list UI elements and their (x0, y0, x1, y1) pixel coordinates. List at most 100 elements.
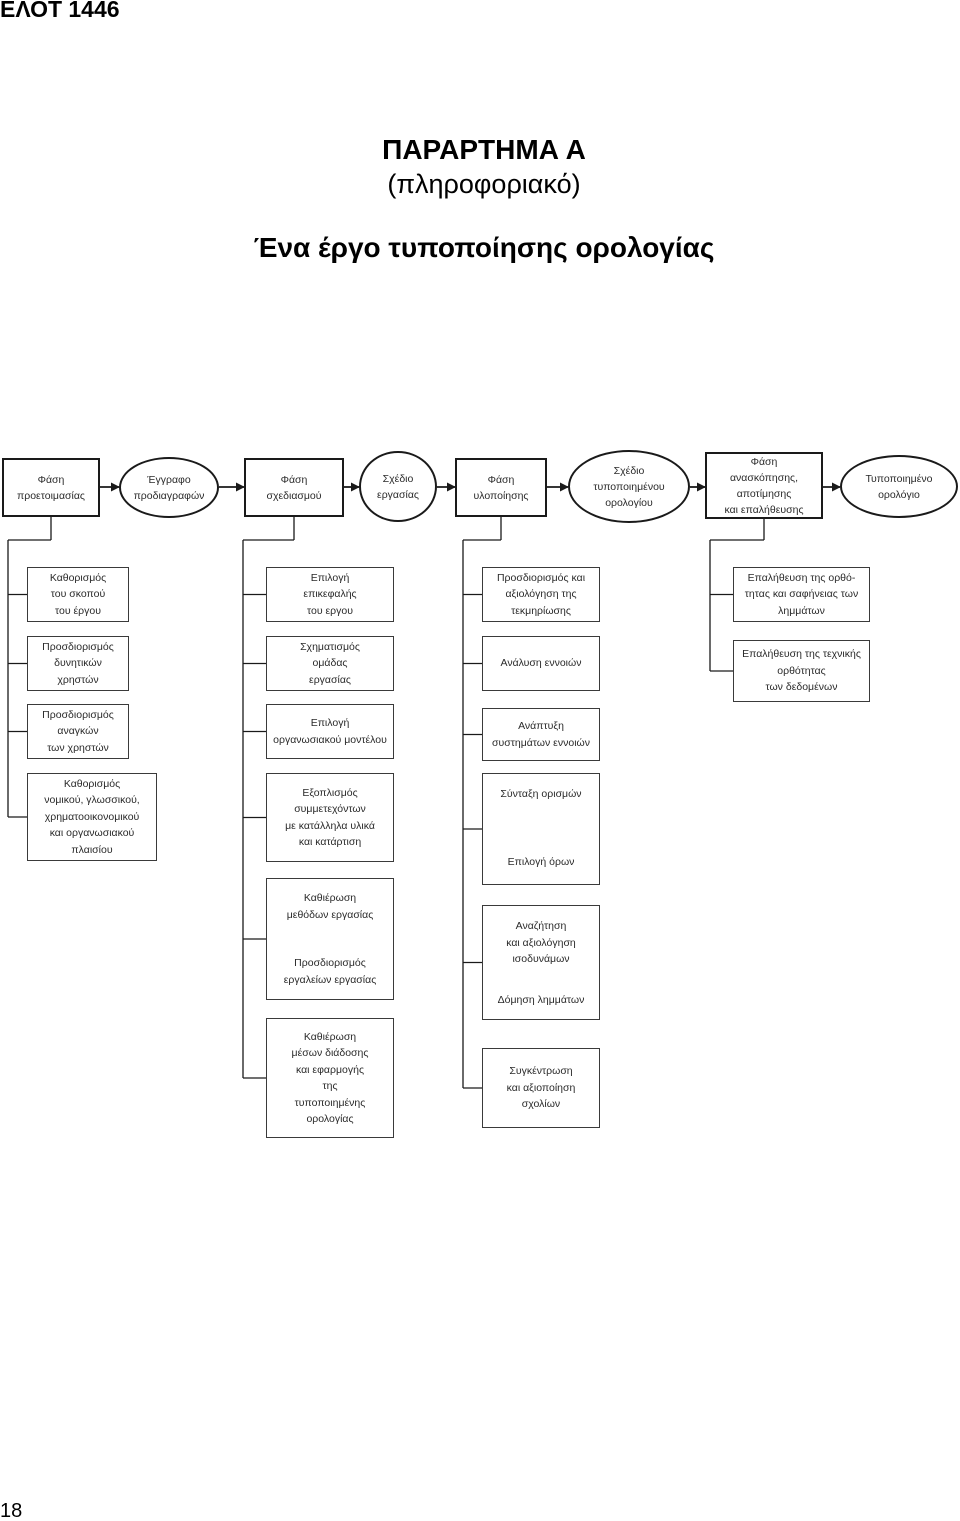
label-line: τητας και σαφήνειας των (744, 588, 859, 601)
specification-document-ellipse: Έγγραφο προδιαγραφών (119, 457, 219, 518)
design-phase-box: Φάση σχεδιασμού (244, 458, 344, 517)
label-line: του εργου (307, 604, 353, 617)
label-line: και οργανωσιακού (49, 827, 135, 840)
implementation-phase-box: Φάση υλοποίησης (455, 458, 547, 517)
label-line: νομικού, γλωσσικού, (44, 794, 140, 807)
label-line: Καθορισμός (63, 777, 121, 790)
task-write-definitions: Σύνταξη ορισμών (500, 786, 581, 803)
design-tree-connector (242, 517, 295, 1079)
label-line: με κατάλληλα υλικά (285, 819, 375, 832)
label-line: υλοποίησης (473, 489, 529, 502)
label-line: Προσδιορισμός (42, 708, 114, 721)
label-line: Προσδιορισμός και (496, 571, 586, 584)
label-line: δυνητικών (54, 657, 102, 670)
task-group-methods-and-tools: Καθιέρωση μεθόδων εργασίας Προσδιορισμός… (266, 878, 394, 1000)
label-line: σχεδιασμού (266, 489, 322, 502)
annex-status: (πληροφοριακό) (387, 169, 581, 199)
label-line: ορθότητας (777, 664, 826, 677)
task-concept-analysis: Ανάλυση εννοιών (482, 636, 600, 691)
draft-vocabulary-ellipse: Σχέδιο τυποποιημένου ορολογίου (568, 450, 690, 523)
label-line: των δεδομένων (765, 681, 838, 694)
label-line: λημμάτων (778, 604, 825, 617)
label-line: Συγκέντρωση (509, 1065, 573, 1078)
label-line: εργασίας (309, 673, 351, 686)
label-line: Ανάλυση εννοιών (500, 657, 582, 670)
label-line: Καθιέρωση (303, 1030, 357, 1043)
label-line: Προσδιορισμός (294, 957, 366, 969)
label-line: Επαλήθευση της ορθό- (747, 571, 856, 584)
standardized-vocabulary-ellipse: Τυποποιημένο ορολόγιο (840, 455, 958, 518)
task-establish-work-methods: Καθιέρωση μεθόδων εργασίας (287, 890, 374, 923)
task-identify-work-tools: Προσδιορισμός εργαλείων εργασίας (284, 955, 377, 988)
diagram-heading: Ένα έργο τυποποίησης ορολογίας (253, 232, 715, 263)
label-line: Επιλογή (310, 717, 350, 729)
work-plan-ellipse: Σχέδιο εργασίας (359, 451, 437, 522)
label-line: Σύνταξη ορισμών (500, 788, 582, 800)
label-line: του έργου (55, 604, 101, 617)
label-line: Επιλογή όρων (507, 855, 575, 868)
review-tree-connector (709, 519, 765, 672)
preparation-tree-connector (7, 517, 52, 818)
task-equip-participants: Εξοπλισμός συμμετεχόντων με κατάλληλα υλ… (266, 773, 394, 862)
label-line: χρηστών (57, 673, 99, 686)
annex-title: ΠΑΡΑΡΤΗΜΑ Α (382, 134, 586, 165)
label-line: ορολόγιο (878, 488, 920, 501)
label-line: Φάση (750, 455, 778, 468)
task-group-definitions-and-terms: Σύνταξη ορισμών Επιλογή όρων (482, 773, 600, 885)
label-line: Προσδιορισμός (42, 640, 114, 653)
label-line: Ανάπτυξη (518, 720, 564, 732)
label-line: συστημάτων εννοιών (492, 736, 590, 749)
task-define-project-scope: Καθορισμός του σκοπού του έργου (27, 567, 129, 622)
label-line: των χρηστών (47, 741, 109, 754)
label-line: αποτίμησης (736, 487, 792, 500)
label-line: μέσων διάδοσης (291, 1047, 369, 1059)
label-line: Σχέδιο (613, 464, 645, 477)
label-line: Φάση (37, 473, 65, 486)
label-line: Τυποποιημένο (865, 472, 933, 485)
task-form-working-group: Σχηματισμός ομάδας εργασίας (266, 636, 394, 691)
label-line: ομάδας (312, 657, 348, 670)
preparation-phase-box: Φάση προετοιμασίας (2, 458, 100, 517)
label-line: Δόμηση λημμάτων (497, 993, 585, 1006)
label-line: Καθιέρωση (303, 892, 357, 904)
label-line: αξιολόγηση της (505, 588, 577, 601)
label-line: προετοιμασίας (17, 489, 85, 502)
task-collect-comments: Συγκέντρωση και αξιοποίηση σχολίων (482, 1048, 600, 1128)
label-line: Φάση (280, 473, 308, 486)
label-line: Καθορισμός (49, 571, 107, 584)
label-line: ορολογίας (306, 1113, 354, 1125)
page-number: 18 (0, 1500, 23, 1521)
label-line: Εξοπλισμός (302, 786, 358, 799)
task-identify-documentation: Προσδιορισμός και αξιολόγηση της τεκμηρί… (482, 567, 600, 622)
label-line: προδιαγραφών (133, 489, 205, 502)
label-line: του σκοπού (50, 588, 106, 601)
label-line: συμμετεχόντων (294, 803, 366, 815)
label-line: πλαισίου (71, 843, 113, 856)
label-line: της (322, 1080, 338, 1092)
review-phase-box: Φάση ανασκόπησης, αποτίμησης και επαλήθε… (705, 452, 823, 519)
label-line: οργανωσιακού μοντέλου (273, 733, 387, 746)
label-line: και επαλήθευσης (724, 503, 804, 516)
label-line: και κατάρτιση (298, 836, 362, 848)
label-line: ισοδυνάμων (512, 953, 570, 965)
task-identify-user-needs: Προσδιορισμός αναγκών των χρηστών (27, 704, 129, 759)
standard-code-header: ΕΛΟΤ 1446 (0, 0, 120, 22)
label-line: σχολίων (521, 1098, 561, 1111)
label-line: ορολογίου (605, 496, 653, 509)
task-search-equivalents: Αναζήτηση και αξιολόγηση ισοδυνάμων (506, 918, 576, 968)
task-identify-potential-users: Προσδιορισμός δυνητικών χρηστών (27, 636, 129, 691)
task-group-equivalents-and-entries: Αναζήτηση και αξιολόγηση ισοδυνάμων Δόμη… (482, 905, 600, 1020)
task-develop-concept-systems: Ανάπτυξη συστημάτων εννοιών (482, 708, 600, 761)
task-define-framework: Καθορισμός νομικού, γλωσσικού, χρηματοοι… (27, 773, 157, 861)
label-line: και αξιολόγηση (506, 936, 576, 949)
task-verify-technical-correctness: Επαλήθευση της τεχνικής ορθότητας των δε… (733, 640, 870, 702)
task-structure-entries: Δόμηση λημμάτων (498, 992, 585, 1009)
label-line: αναγκών (57, 725, 99, 738)
label-line: Αναζήτηση (515, 920, 567, 932)
label-line: επικεφαλής (303, 588, 357, 601)
label-line: τεκμηρίωσης (511, 604, 571, 617)
label-line: εργασίας (377, 488, 419, 501)
label-line: τυποποιημένου (593, 480, 665, 493)
label-line: χρηματοοικονομικού (44, 810, 140, 823)
label-line: Έγγραφο (147, 473, 191, 486)
